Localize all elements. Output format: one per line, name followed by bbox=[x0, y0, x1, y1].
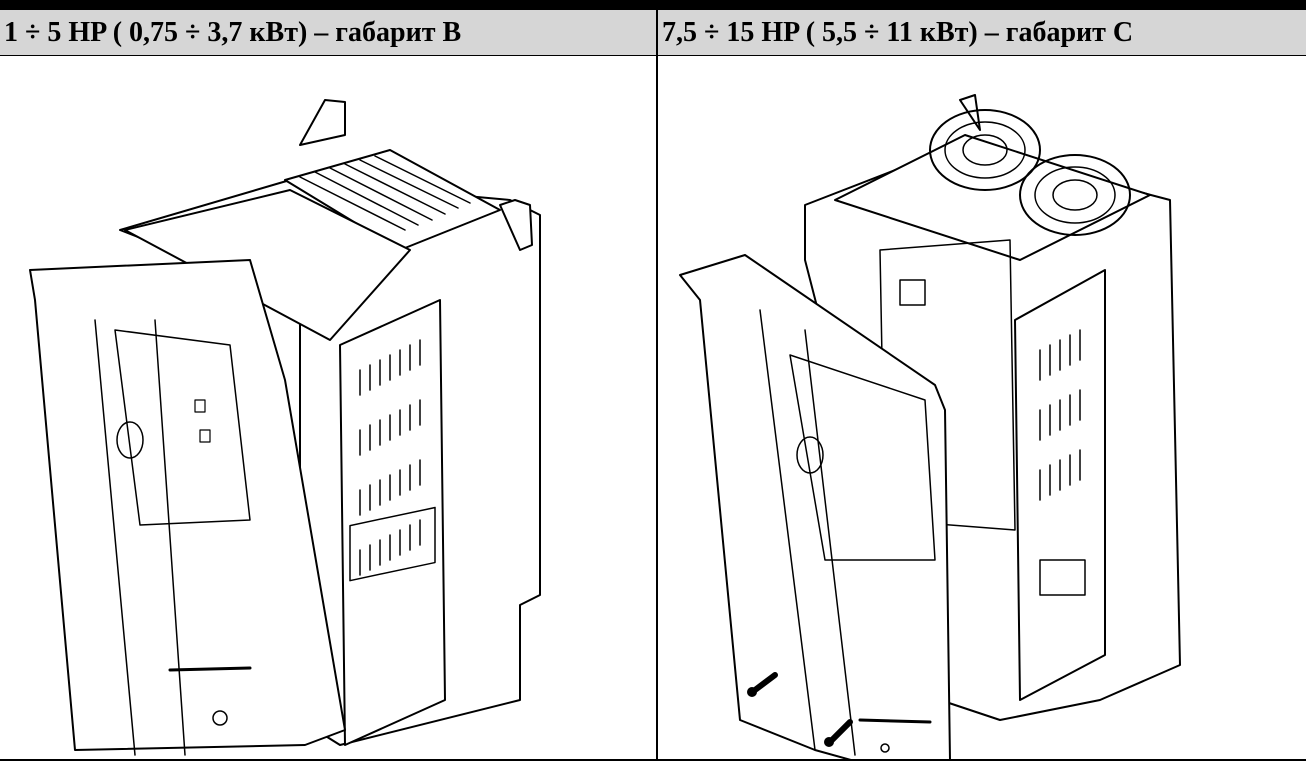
screw-icon bbox=[824, 719, 853, 747]
column-divider bbox=[656, 10, 658, 761]
table-header-cell-frame-c: 7,5 ÷ 15 HP ( 5,5 ÷ 11 кВт) – габарит C bbox=[658, 10, 1306, 56]
screw-icon bbox=[747, 672, 778, 697]
header-text-frame-c: 7,5 ÷ 15 HP ( 5,5 ÷ 11 кВт) – габарит C bbox=[662, 17, 1134, 48]
table-top-rule bbox=[0, 0, 1306, 10]
illustration-cell-frame-c bbox=[658, 57, 1306, 759]
illustration-cell-frame-b bbox=[0, 57, 656, 759]
header-text-frame-b: 1 ÷ 5 HP ( 0,75 ÷ 3,7 кВт) – габарит B bbox=[4, 17, 462, 48]
table-bottom-rule bbox=[0, 759, 1306, 761]
table-header-cell-frame-b: 1 ÷ 5 HP ( 0,75 ÷ 3,7 кВт) – габарит B bbox=[0, 10, 656, 56]
inverter-frame-b-drawing bbox=[29, 99, 541, 756]
inverter-frame-c-drawing bbox=[679, 94, 1181, 759]
